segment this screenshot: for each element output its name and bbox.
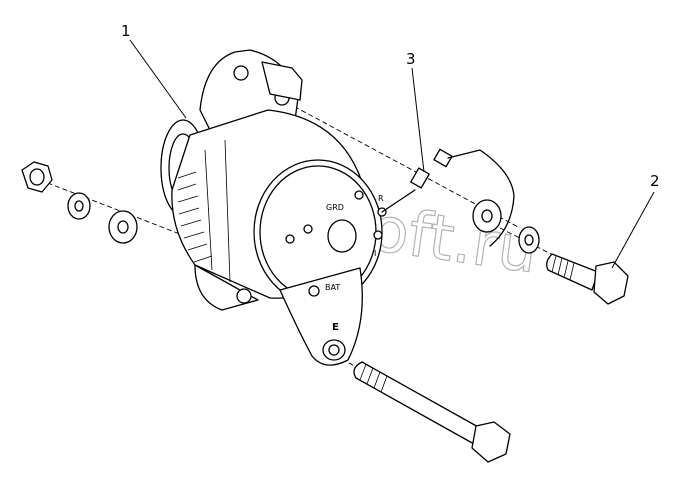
harness-wire-a [381,189,416,213]
alternator: GRD R BAT I E [160,49,387,366]
washer-right-spring-bore [524,234,534,246]
bolt-2 [546,253,629,305]
lower-ear-left-hole [236,288,252,304]
leader-1 [129,39,187,119]
bolt-bottom-threads [359,363,388,393]
hex-nut-bore [29,168,45,186]
spring-washer [67,192,91,220]
bolt-bottom [353,361,511,463]
upper-boss [261,61,303,101]
rear-cover-center [327,219,357,253]
flat-washer-bore [117,220,129,234]
label-bat: BAT [325,283,340,292]
bolt-bottom-shank [353,361,481,445]
upper-ear-hole-1 [233,65,249,81]
axis-bolt2 [499,227,611,285]
spring-washer-bore [74,200,84,212]
connector-plug-1 [410,167,430,189]
leader-3 [411,67,425,173]
screw-1 [303,224,313,234]
adjuster-tab [279,267,363,366]
screw-2 [285,234,295,244]
cooling-fins [177,139,231,283]
bolt-bottom-head [471,421,511,463]
bolt-2-threads [551,255,575,281]
label-i: I [374,249,376,258]
flat-washer [108,210,138,244]
callout-2: 2 [650,172,660,190]
terminal-grd-stud [354,190,364,200]
label-r: R [378,194,384,203]
adjuster-hole-inner [328,344,340,356]
adjuster-hole [322,339,346,361]
leader-2 [611,191,655,269]
terminal-i-stud [373,230,383,240]
hex-nut [21,161,53,193]
label-grd: GRD [326,203,344,212]
label-e: E [332,322,339,333]
connector-harness [381,148,515,247]
terminal-bat-stud [308,285,320,297]
washer-right-flat-bore [481,209,493,223]
bolt-2-shank [546,253,599,291]
harness-wire-b [447,149,515,247]
bolt-2-head [593,261,629,305]
left-fasteners [21,161,138,244]
callout-3: 3 [406,50,416,68]
washer-right-spring [518,226,540,254]
connector-plug-2 [433,148,453,168]
callout-1: 1 [121,22,131,40]
washer-right-flat [472,199,502,233]
